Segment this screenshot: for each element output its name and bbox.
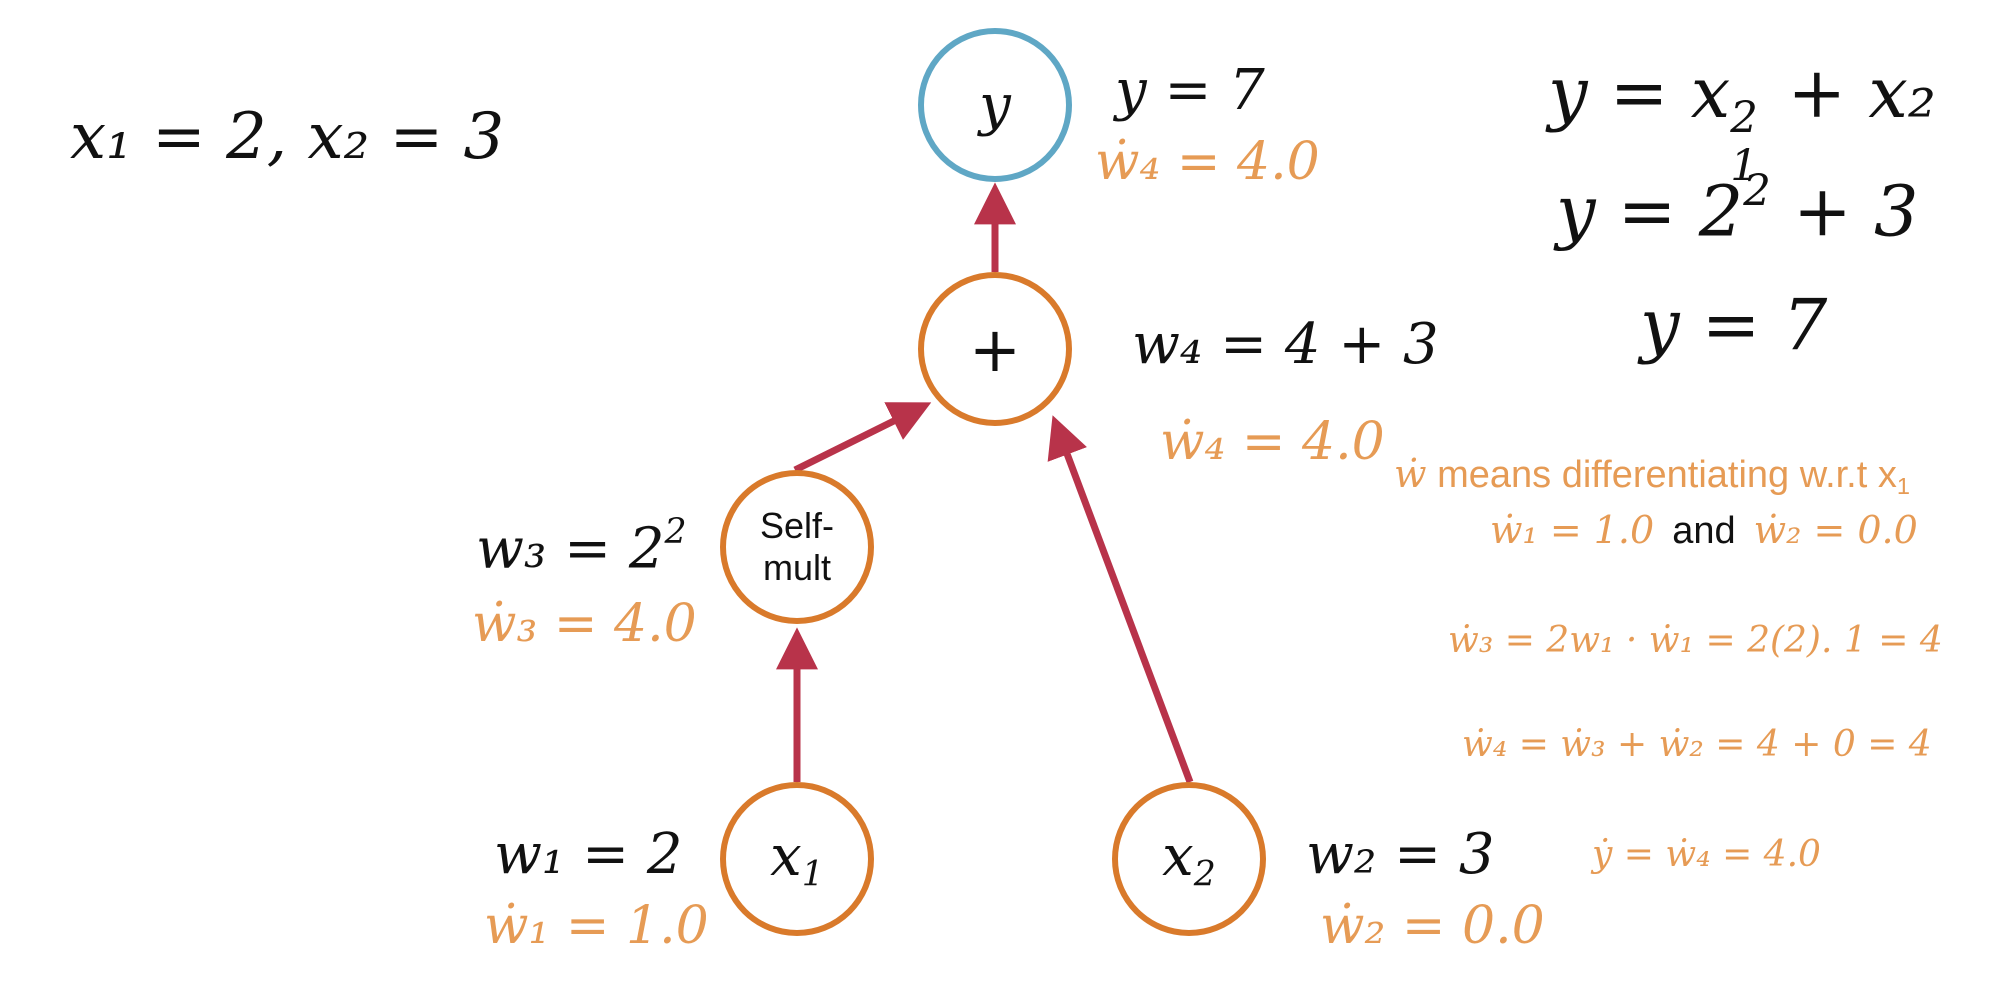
w4-value: w₄ = 4 + 3 (1132, 312, 1439, 377)
seed-values-note: ẇ₁ = 1.0 and ẇ₂ = 0.0 (1490, 508, 1918, 553)
self-mult-line1: Self- (759, 505, 835, 546)
edge-selfmult-to-plus (793, 402, 932, 474)
w1-value: w₁ = 2 (494, 822, 683, 887)
equation-line-2: y = 22 + 3 (1556, 166, 1919, 253)
input-node-x1: x1 (720, 782, 874, 936)
w3-value: w₃ = 22 (476, 512, 687, 582)
self-mult-line2: mult (762, 547, 831, 588)
seed-w2: ẇ₂ = 0.0 (1753, 508, 1918, 552)
input-node-x2-label: x2 (1162, 823, 1216, 895)
equation-line-3: y = 7 (1640, 284, 1828, 366)
edge-x2-to-plus (1047, 415, 1194, 784)
seed-and: and (1672, 510, 1736, 552)
output-node-y: y (918, 28, 1072, 182)
add-node: + (918, 272, 1072, 426)
step-w3: ẇ₃ = 2w₁ · ẇ₁ = 2(2). 1 = 4 (1448, 620, 1943, 661)
y-derivative: ẇ₄ = 4.0 (1095, 132, 1320, 192)
step-w4: ẇ₄ = ẇ₃ + ẇ₂ = 4 + 0 = 4 (1462, 724, 1932, 765)
derivative-meaning-note: ẇ means differentiating w.r.t x1 (1394, 452, 1910, 500)
step-y: ẏ = ẇ₄ = 4.0 (1592, 834, 1821, 875)
self-mult-node: Self- mult (720, 470, 874, 624)
w2-value: w₂ = 3 (1306, 822, 1495, 887)
w1-derivative: ẇ₁ = 1.0 (484, 896, 709, 956)
w2-derivative: ẇ₂ = 0.0 (1320, 896, 1545, 956)
w3-derivative: ẇ₃ = 4.0 (472, 594, 697, 654)
inputs-statement: x₁ = 2, x₂ = 3 (70, 100, 505, 174)
w4-derivative: ẇ₄ = 4.0 (1160, 412, 1385, 472)
w-dot-symbol: ẇ (1394, 452, 1427, 496)
output-node-label: y (979, 72, 1011, 138)
add-node-label: + (969, 312, 1021, 386)
self-mult-label: Self- mult (760, 505, 834, 589)
y-value: y = 7 (1115, 58, 1265, 123)
input-node-x2: x2 (1112, 782, 1266, 936)
seed-w1: ẇ₁ = 1.0 (1490, 508, 1655, 552)
input-node-x1-label: x1 (770, 823, 824, 895)
